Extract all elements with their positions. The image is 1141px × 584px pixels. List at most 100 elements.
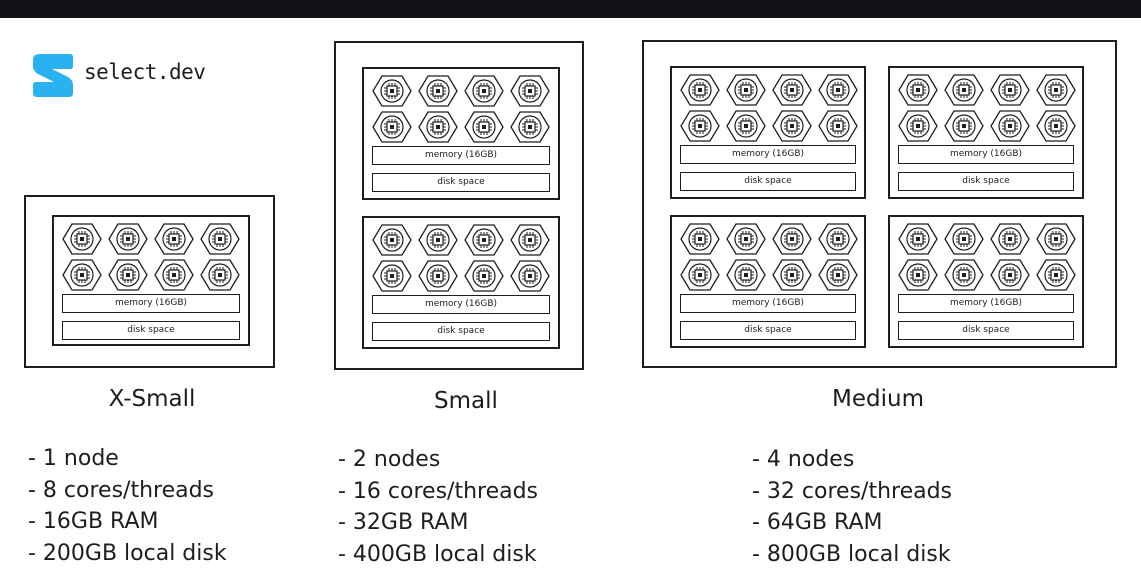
cpu-chip-hexagon-icon xyxy=(508,222,552,258)
tier-name-xsmall: X-Small xyxy=(108,386,196,412)
cpu-chip-hexagon-icon xyxy=(462,109,506,145)
cpu-chip-hexagon-icon xyxy=(942,108,986,144)
cpu-chip-hexagon-icon xyxy=(370,258,414,294)
cpu-chip-hexagon-icon xyxy=(724,221,768,257)
cpu-chip-hexagon-icon xyxy=(724,72,768,108)
spec-item: - 1 node xyxy=(28,446,119,471)
memory-bar: memory (16GB) xyxy=(898,294,1074,313)
cpu-chip-hexagon-icon xyxy=(60,221,104,257)
spec-item: - 400GB local disk xyxy=(338,541,537,567)
brand-logo: select.dev xyxy=(32,52,206,98)
cpu-chip-hexagon-icon xyxy=(678,257,722,293)
disk-space-bar: disk space xyxy=(898,321,1074,340)
spec-item: - 4 nodes xyxy=(752,447,855,472)
cpu-chip-hexagon-icon xyxy=(152,221,196,257)
core-grid xyxy=(370,73,552,145)
node: memory (16GB) disk space xyxy=(52,215,250,346)
cpu-chip-hexagon-icon xyxy=(678,108,722,144)
spec-item: - 8 cores/threads xyxy=(28,477,215,503)
cpu-chip-hexagon-icon xyxy=(370,222,414,258)
cpu-chip-hexagon-icon xyxy=(942,221,986,257)
memory-bar: memory (16GB) xyxy=(372,146,550,165)
cpu-chip-hexagon-icon xyxy=(896,257,940,293)
cpu-chip-hexagon-icon xyxy=(988,72,1032,108)
cpu-chip-hexagon-icon xyxy=(678,72,722,108)
disk-space-bar: disk space xyxy=(372,322,550,341)
tier-name-small: Small xyxy=(434,388,498,414)
cpu-chip-hexagon-icon xyxy=(508,109,552,145)
xsmall-cluster: memory (16GB) disk space xyxy=(24,195,275,368)
cpu-chip-hexagon-icon xyxy=(370,109,414,145)
cpu-chip-hexagon-icon xyxy=(988,108,1032,144)
medium-cluster: memory (16GB) disk space memory (16GB) dis… xyxy=(642,40,1117,368)
cpu-chip-hexagon-icon xyxy=(1034,108,1078,144)
node: memory (16GB) disk space xyxy=(362,216,560,349)
cpu-chip-hexagon-icon xyxy=(462,258,506,294)
cpu-chip-hexagon-icon xyxy=(508,258,552,294)
spec-item: - 800GB local disk xyxy=(752,541,951,567)
cpu-chip-hexagon-icon xyxy=(370,73,414,109)
spec-item: - 32GB RAM xyxy=(338,510,469,535)
memory-bar: memory (16GB) xyxy=(680,294,856,313)
select-dev-logo-icon xyxy=(33,54,73,97)
tier-name-medium: Medium xyxy=(832,386,924,412)
core-grid xyxy=(896,72,1078,144)
disk-space-bar: disk space xyxy=(898,172,1074,191)
spec-item: - 32 cores/threads xyxy=(752,478,953,504)
memory-bar: memory (16GB) xyxy=(372,295,550,314)
node: memory (16GB) disk space xyxy=(670,215,866,348)
cpu-chip-hexagon-icon xyxy=(678,221,722,257)
cpu-chip-hexagon-icon xyxy=(1034,257,1078,293)
disk-space-bar: disk space xyxy=(680,172,856,191)
memory-bar: memory (16GB) xyxy=(680,145,856,164)
cpu-chip-hexagon-icon xyxy=(508,73,552,109)
cpu-chip-hexagon-icon xyxy=(770,108,814,144)
cpu-chip-hexagon-icon xyxy=(988,257,1032,293)
disk-space-bar: disk space xyxy=(62,321,240,340)
node: memory (16GB) disk space xyxy=(888,215,1084,348)
core-grid xyxy=(60,221,242,293)
cpu-chip-hexagon-icon xyxy=(816,221,860,257)
memory-bar: memory (16GB) xyxy=(62,294,240,313)
cpu-chip-hexagon-icon xyxy=(896,108,940,144)
node: memory (16GB) disk space xyxy=(670,66,866,199)
cpu-chip-hexagon-icon xyxy=(816,257,860,293)
cpu-chip-hexagon-icon xyxy=(462,222,506,258)
core-grid xyxy=(678,72,860,144)
node: memory (16GB) disk space xyxy=(888,66,1084,199)
specs-small: - 2 nodes - 16 cores/threads - 32GB RAM … xyxy=(338,444,538,570)
cpu-chip-hexagon-icon xyxy=(1034,221,1078,257)
memory-bar: memory (16GB) xyxy=(898,145,1074,164)
core-grid xyxy=(370,222,552,294)
cpu-chip-hexagon-icon xyxy=(416,109,460,145)
cpu-chip-hexagon-icon xyxy=(896,72,940,108)
cpu-chip-hexagon-icon xyxy=(106,257,150,293)
cpu-chip-hexagon-icon xyxy=(724,257,768,293)
brand-name: select.dev xyxy=(84,60,206,84)
cpu-chip-hexagon-icon xyxy=(152,257,196,293)
spec-item: - 64GB RAM xyxy=(752,510,883,535)
spec-item: - 16 cores/threads xyxy=(338,478,539,504)
cpu-chip-hexagon-icon xyxy=(724,108,768,144)
cpu-chip-hexagon-icon xyxy=(816,108,860,144)
cpu-chip-hexagon-icon xyxy=(198,257,242,293)
cpu-chip-hexagon-icon xyxy=(770,257,814,293)
cpu-chip-hexagon-icon xyxy=(942,257,986,293)
spec-item: - 2 nodes xyxy=(338,447,441,472)
cpu-chip-hexagon-icon xyxy=(770,72,814,108)
cpu-chip-hexagon-icon xyxy=(1034,72,1078,108)
specs-medium: - 4 nodes - 32 cores/threads - 64GB RAM … xyxy=(752,444,952,570)
spec-item: - 16GB RAM xyxy=(28,509,159,534)
specs-xsmall: - 1 node - 8 cores/threads - 16GB RAM - … xyxy=(28,443,227,569)
core-grid xyxy=(896,221,1078,293)
node: memory (16GB)disk space xyxy=(362,67,560,200)
spec-item: - 200GB local disk xyxy=(28,540,227,566)
cpu-chip-hexagon-icon xyxy=(416,73,460,109)
cpu-chip-hexagon-icon xyxy=(988,221,1032,257)
cpu-chip-hexagon-icon xyxy=(106,221,150,257)
cpu-chip-hexagon-icon xyxy=(942,72,986,108)
top-bar xyxy=(0,0,1141,18)
cpu-chip-hexagon-icon xyxy=(198,221,242,257)
cpu-chip-hexagon-icon xyxy=(770,221,814,257)
disk-space-bar: disk space xyxy=(680,321,856,340)
